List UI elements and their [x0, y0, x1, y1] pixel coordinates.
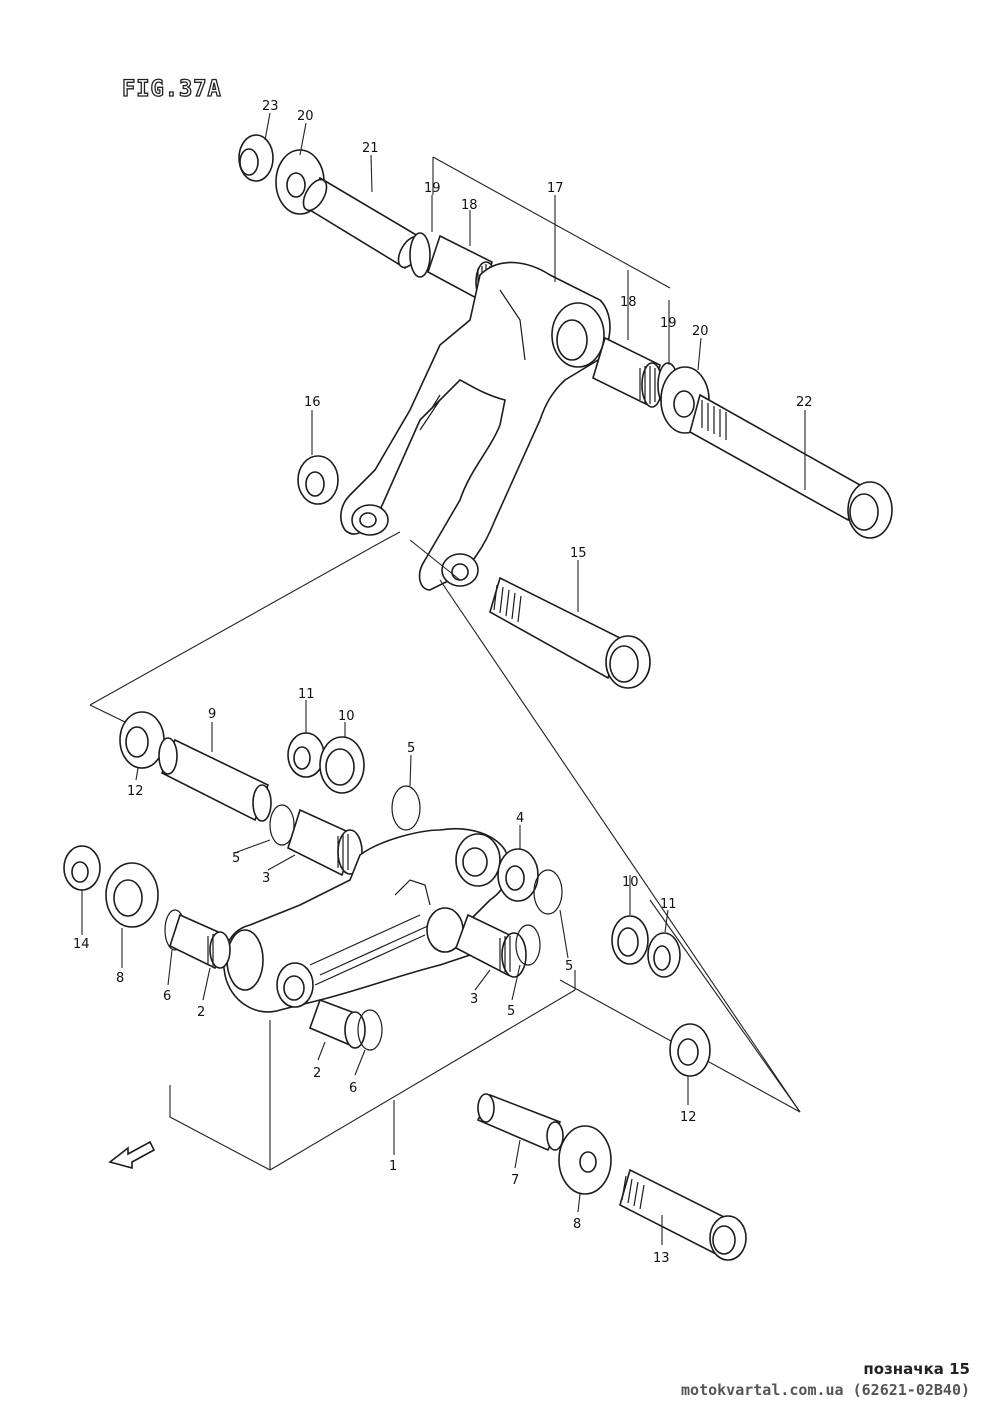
callout-5: 5 [507, 1004, 515, 1019]
callout-8: 8 [116, 971, 124, 986]
callout-18: 18 [461, 198, 478, 213]
callout-9: 9 [208, 707, 216, 722]
part-1-cushion-rod [223, 827, 510, 1013]
callout-3: 3 [470, 992, 478, 1007]
figure-title: FIG.37A [122, 77, 222, 102]
part-19-seal-left [409, 232, 431, 278]
part-12-seal-top [119, 711, 165, 769]
callout-6: 6 [163, 989, 171, 1004]
part-2-bearing-left [169, 913, 231, 970]
callout-14: 14 [73, 937, 90, 952]
part-10-bearing-top [319, 736, 365, 794]
callout-5: 5 [407, 741, 415, 756]
callout-4: 4 [516, 811, 524, 826]
callout-12: 12 [680, 1110, 697, 1125]
part-3-bearing-top [287, 808, 363, 877]
part-11-seal-right [647, 932, 681, 978]
callout-20: 20 [297, 109, 314, 124]
callout-22: 22 [796, 395, 813, 410]
callout-17: 17 [547, 181, 564, 196]
callout-3: 3 [262, 871, 270, 886]
cushion-lever-assembly [238, 134, 893, 689]
callout-5: 5 [232, 851, 240, 866]
callout-12: 12 [127, 784, 144, 799]
callout-5: 5 [565, 959, 573, 974]
part-2-bearing-bottom [308, 998, 366, 1049]
part-5-snap-ring-a [391, 785, 421, 831]
part-8-washer-bottom [558, 1125, 612, 1195]
part-8-washer-left [105, 862, 159, 928]
part-15-bolt [489, 576, 651, 689]
part-4-washer [497, 848, 539, 902]
callout-20: 20 [692, 324, 709, 339]
callout-11: 11 [298, 687, 315, 702]
part-17-cushion-lever [340, 261, 611, 591]
cushion-rod-assembly [63, 711, 747, 1261]
part-5-snap-ring-b [269, 804, 295, 846]
callout-8: 8 [573, 1217, 581, 1232]
part-11-seal-top [287, 732, 325, 778]
callout-23: 23 [262, 99, 279, 114]
part-12-seal-bottom [669, 1023, 711, 1077]
callout-15: 15 [570, 546, 587, 561]
part-16-nut [297, 455, 339, 505]
part-14-nut [63, 845, 101, 891]
part-10-bearing-right [611, 915, 649, 965]
callout-2: 2 [313, 1066, 321, 1081]
footer-label: позначка 15 [863, 1360, 970, 1378]
part-21-spacer [302, 176, 423, 270]
part-18-bearing-right [592, 336, 663, 408]
callout-18: 18 [620, 295, 637, 310]
callout-16: 16 [304, 395, 321, 410]
part-9-spacer [158, 737, 272, 822]
callout-10: 10 [338, 709, 355, 724]
part-23-nut [238, 134, 274, 182]
callout-21: 21 [362, 141, 379, 156]
callout-13: 13 [653, 1251, 670, 1266]
callout-1: 1 [389, 1159, 397, 1174]
front-arrow-icon [108, 1140, 156, 1170]
part-13-bolt [619, 1168, 747, 1261]
part-5-snap-ring-d [515, 924, 541, 966]
callout-labels: 23 20 21 19 18 17 18 19 20 22 16 15 9 11… [73, 99, 813, 1266]
part-5-snap-ring-c [533, 869, 563, 915]
callout-19: 19 [660, 316, 677, 331]
part-7-spacer [476, 1093, 564, 1152]
callout-7: 7 [511, 1173, 519, 1188]
callout-2: 2 [197, 1005, 205, 1020]
part-22-bolt [689, 393, 893, 539]
leader-lines [81, 112, 806, 1245]
callout-10: 10 [622, 875, 639, 890]
callout-11: 11 [660, 897, 677, 912]
callout-19: 19 [424, 181, 441, 196]
callout-6: 6 [349, 1081, 357, 1096]
part-6-seal-bottom [357, 1009, 383, 1051]
footer-source: motokvartal.com.ua (62621-02B40) [681, 1381, 970, 1399]
